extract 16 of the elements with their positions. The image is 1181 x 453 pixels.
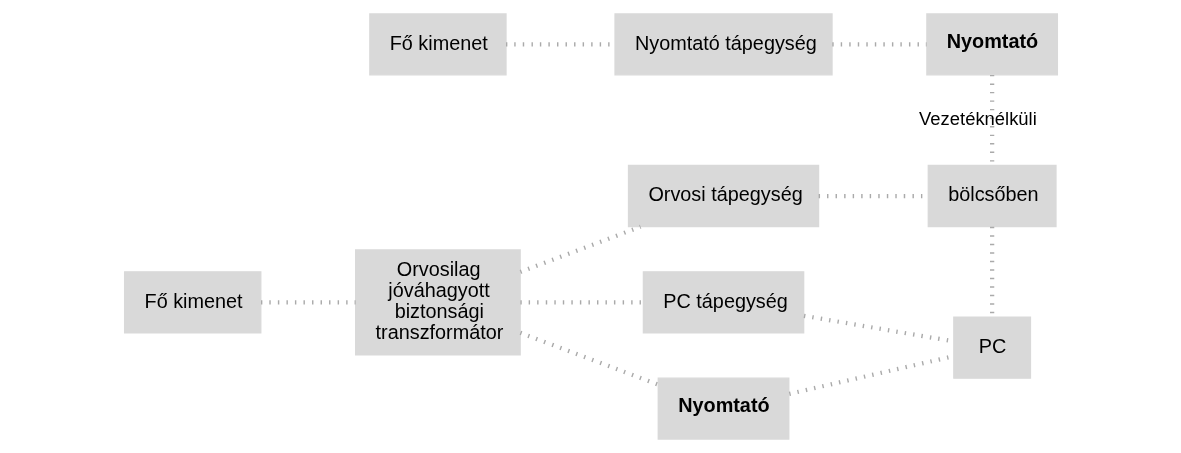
node-box: Nyomtató (657, 377, 789, 440)
node-box: bölcsőben (927, 164, 1057, 228)
connector (519, 330, 659, 387)
node-box: Nyomtató (925, 13, 1058, 76)
node-box: Fő kimenet (123, 271, 261, 334)
connector (831, 42, 927, 47)
node-box: Orvosilag jóváhagyott biztonsági transzformátor (354, 249, 521, 356)
node-box: Nyomtató tápegység (613, 13, 833, 76)
node-box: Orvosi tápegység (627, 164, 819, 228)
connector (519, 300, 643, 305)
connector (260, 300, 356, 305)
node-box: Fő kimenet (368, 13, 507, 76)
node-box: PC (952, 316, 1031, 379)
connector (519, 224, 641, 274)
node-box: PC tápegység (642, 271, 804, 334)
edge-label: Vezetéknélküli (918, 108, 1037, 130)
